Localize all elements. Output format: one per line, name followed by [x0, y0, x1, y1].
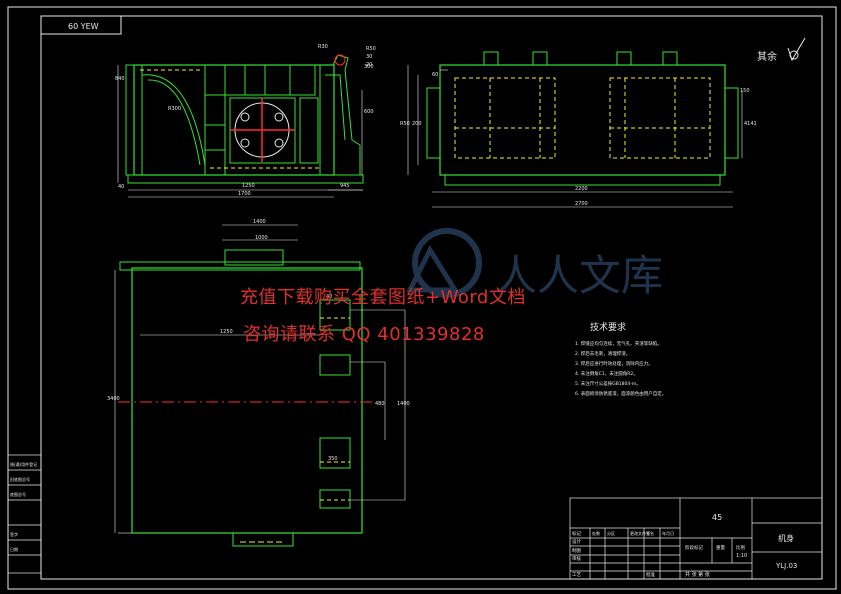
svg-text:480: 480 — [375, 401, 385, 407]
svg-text:150: 150 — [740, 88, 750, 94]
scale-cell: 1:10 — [736, 553, 747, 559]
stage-cell-0: 阶段标记 — [685, 544, 703, 551]
side-label-1: 旧底图总号 — [10, 476, 30, 482]
tb-row-3: 审核 — [572, 555, 581, 562]
svg-text:R50: R50 — [400, 121, 410, 127]
tb-header-3: 签名 — [646, 530, 654, 536]
svg-text:200: 200 — [412, 121, 422, 127]
svg-text:3400: 3400 — [107, 396, 120, 402]
svg-text:1700: 1700 — [238, 191, 251, 197]
tb-header-2: 更改文件号 — [630, 530, 650, 536]
front-view — [117, 54, 364, 198]
section-view-dims: 1400 1000 1250 3400 1400 40 480 350 — [107, 219, 410, 462]
svg-text:1. 焊缝应均匀连续，无气孔、夹渣等缺陷。: 1. 焊缝应均匀连续，无气孔、夹渣等缺陷。 — [575, 340, 662, 347]
watermark-logo: 人人文库 — [405, 228, 663, 300]
inner-border — [40, 15, 823, 580]
svg-text:R300: R300 — [168, 106, 181, 112]
svg-text:1000: 1000 — [255, 235, 268, 241]
svg-text:1250: 1250 — [220, 329, 233, 335]
material-text: 45 — [712, 513, 722, 522]
tb-row-0: 标记 — [572, 530, 581, 537]
svg-text:2200: 2200 — [575, 186, 588, 192]
svg-text:2. 焊后去毛刺，清理焊渣。: 2. 焊后去毛刺，清理焊渣。 — [575, 350, 630, 357]
watermark-line-2: 咨询请联系 QQ 401339828 — [243, 324, 485, 345]
svg-text:60: 60 — [432, 72, 438, 78]
tech-requirements: 技术要求 1. 焊缝应均匀连续，无气孔、夹渣等缺陷。 2. 焊后去毛刺，清理焊渣… — [575, 321, 666, 397]
stage-cell-2: 比例 — [736, 544, 745, 551]
scale-label: 60 YEW — [68, 22, 99, 31]
svg-text:技术要求: 技术要求 — [590, 321, 626, 333]
top-view-dims: 60 150 R50 2200 2700 200 4141 — [400, 72, 757, 207]
side-label-3: 签字 — [10, 531, 18, 537]
drawing-number: YLJ.03 — [775, 562, 797, 570]
remainder-label: 其余 — [757, 50, 777, 63]
tb-row-1: 设计 — [572, 538, 581, 545]
svg-text:20: 20 — [366, 62, 372, 68]
svg-text:40: 40 — [118, 184, 124, 190]
svg-text:5. 未注尺寸公差按GB1804-m。: 5. 未注尺寸公差按GB1804-m。 — [575, 380, 641, 387]
part-name: 机身 — [778, 533, 794, 543]
svg-text:300: 300 — [364, 64, 374, 70]
front-view-dims: R30 R50 1250 1700 840 R300 600 300 945 4… — [115, 44, 376, 197]
top-view — [407, 51, 743, 208]
tb-row-4: 工艺 — [572, 572, 581, 578]
side-label-4: 日期 — [10, 546, 18, 552]
svg-text:4. 未注倒角C1，未注圆角R2。: 4. 未注倒角C1，未注圆角R2。 — [575, 370, 638, 377]
tb-header-0: 处数 — [592, 530, 600, 536]
svg-text:6. 表面喷涂防锈底漆，面漆颜色由用户自定。: 6. 表面喷涂防锈底漆，面漆颜色由用户自定。 — [575, 390, 666, 397]
approve-label: 批准 — [646, 571, 655, 578]
svg-text:40: 40 — [326, 294, 332, 300]
svg-text:3. 焊后应进行时效处理，消除内应力。: 3. 焊后应进行时效处理，消除内应力。 — [575, 360, 653, 367]
svg-text:4141: 4141 — [744, 121, 757, 127]
roughness-symbol — [787, 37, 806, 62]
tb-header-4: 年月日 — [662, 530, 674, 536]
svg-text:1250: 1250 — [242, 183, 255, 189]
side-label-2: 底图总号 — [10, 491, 26, 497]
tb-row-2: 制图 — [572, 547, 581, 554]
svg-text:R50: R50 — [366, 46, 376, 52]
section-view — [114, 224, 406, 547]
svg-text:2700: 2700 — [575, 201, 588, 207]
watermark-line-1: 充值下载购买全套图纸+Word文档 — [240, 287, 526, 308]
svg-text:30: 30 — [366, 54, 372, 60]
stage-cell-1: 重量 — [716, 544, 725, 551]
tb-header-1: 分区 — [607, 530, 615, 536]
svg-text:840: 840 — [115, 76, 125, 82]
svg-text:945: 945 — [340, 183, 350, 189]
side-label-0: 借(通)用件登记 — [10, 461, 37, 467]
watermark-logo-text: 人人文库 — [495, 251, 663, 300]
svg-text:1400: 1400 — [397, 401, 410, 407]
side-table — [7, 454, 42, 574]
svg-text:1400: 1400 — [253, 219, 266, 225]
svg-text:350: 350 — [328, 456, 338, 462]
scale-tab — [40, 15, 122, 35]
title-block — [569, 497, 823, 580]
outer-border — [7, 6, 837, 590]
svg-text:600: 600 — [364, 109, 374, 115]
svg-text:R30: R30 — [318, 44, 328, 50]
sheet-text: 共 张 第 张 — [685, 571, 710, 578]
